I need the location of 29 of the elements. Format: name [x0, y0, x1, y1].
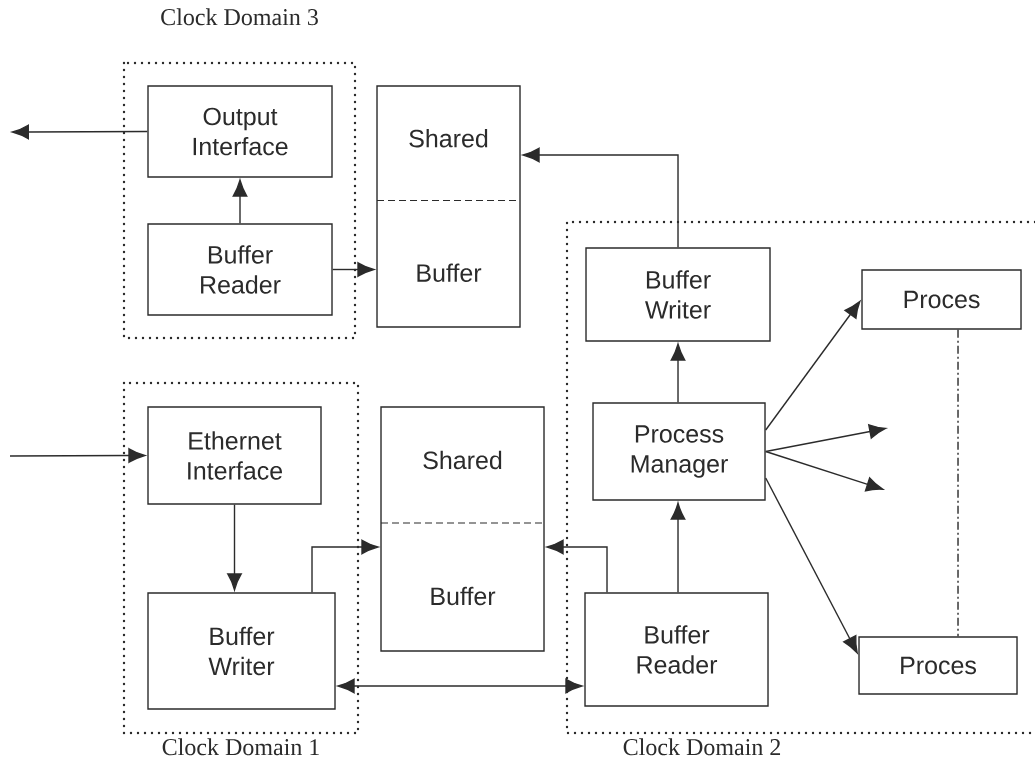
process-box: Process Manager	[592, 402, 766, 501]
node-label: Clock Domain 1	[162, 738, 319, 756]
process-box: Buffer Reader	[584, 592, 769, 707]
arrow	[11, 124, 148, 140]
arrow	[522, 147, 679, 248]
arrow	[9, 448, 146, 463]
process-box: Proces	[858, 636, 1018, 695]
arrow	[765, 477, 858, 654]
process-box: Buffer Writer	[147, 592, 336, 710]
connector-line	[957, 329, 959, 637]
arrow	[765, 450, 884, 492]
node-label: Clock Domain 3	[161, 8, 318, 26]
arrow	[670, 343, 686, 403]
shared-buffer-box: Shared Buffer	[380, 406, 545, 652]
process-box: Output Interface	[147, 85, 333, 178]
shared-buffer-box: Shared Buffer	[376, 85, 521, 328]
arrow	[765, 300, 861, 431]
arrow	[546, 539, 608, 593]
arrow	[332, 262, 375, 277]
arrow	[765, 424, 887, 453]
process-box: Buffer Reader	[147, 223, 333, 316]
arrow	[670, 502, 686, 593]
arrow	[232, 179, 248, 224]
process-box: Buffer Writer	[585, 247, 771, 342]
process-box: Proces	[861, 269, 1022, 330]
arrow	[227, 504, 242, 591]
arrow	[311, 539, 379, 593]
arrow	[337, 678, 583, 694]
process-box: Ethernet Interface	[147, 406, 322, 505]
